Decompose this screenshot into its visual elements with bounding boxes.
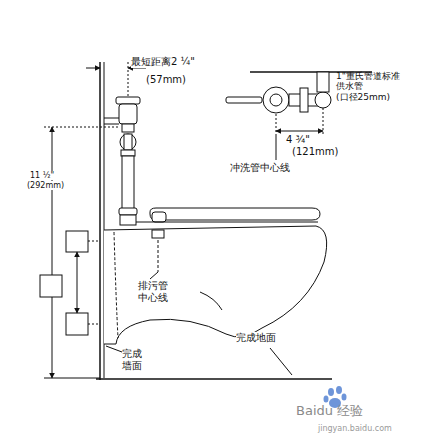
flush-valve	[104, 97, 140, 225]
flush-inlet	[152, 230, 164, 238]
dimension-arrow	[86, 68, 100, 69]
flush-valve-plan	[226, 72, 331, 113]
carrier-bolt	[66, 313, 88, 335]
dimension-text: 4 ¾"	[286, 134, 310, 146]
dimension-text: 最短距离2 ¼"	[131, 56, 195, 68]
dimension-text: (121mm)	[292, 146, 338, 158]
dimension-arrow	[128, 68, 146, 69]
carrier-bolt	[40, 275, 62, 297]
dimension-text: (292mm)	[27, 181, 64, 190]
dimension-line	[52, 127, 53, 275]
dimension-line	[276, 131, 323, 132]
drain-centerline	[158, 240, 159, 272]
centerline-label: 排污管 中心线	[138, 280, 178, 303]
centerline-label: 冲洗管中心线	[230, 162, 290, 174]
seat-hinge	[152, 212, 166, 222]
leader-line	[106, 346, 122, 352]
dimension-line	[77, 252, 78, 313]
carrier-bolt	[66, 231, 88, 252]
finished-wall	[99, 62, 101, 380]
toilet-seat	[150, 208, 320, 220]
floor-label: 完成地面	[236, 332, 276, 344]
watermark: jingyan.baidu.com	[318, 424, 392, 433]
leader-line	[276, 136, 277, 160]
dimension-text: (57mm)	[146, 74, 186, 86]
watermark: Baidu 经验	[296, 404, 363, 419]
leader-line	[270, 348, 292, 375]
extension-line	[128, 62, 129, 96]
seat-underside	[136, 222, 318, 223]
finished-floor	[96, 378, 332, 380]
wall-label: 完成 墙面	[122, 348, 146, 371]
bowl-trapway	[114, 232, 118, 338]
dimension-text: 11 ½"	[30, 171, 54, 180]
dimension-line	[52, 297, 53, 378]
pipe-note: 1"重氏管道标准 供水管 (口径25mm)	[336, 71, 416, 102]
extension-line	[44, 127, 118, 128]
leader-line	[150, 272, 158, 279]
toilet-bowl	[104, 226, 327, 344]
bowl-inner-contour	[200, 292, 222, 310]
